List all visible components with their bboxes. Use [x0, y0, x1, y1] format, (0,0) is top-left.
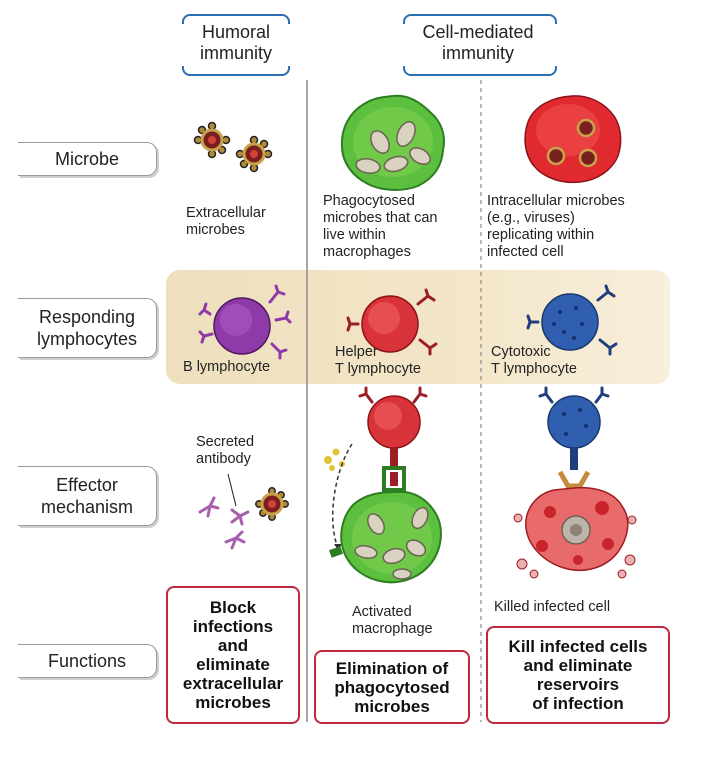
header-humoral: Humoral immunity [199, 22, 272, 63]
secreted-antibody-icon [198, 473, 289, 550]
caption-phagocytosed: Phagocytosed microbes that can live with… [323, 193, 438, 260]
header-cell-mediated: Cell-mediated immunity [422, 22, 534, 63]
infected-cell-icon [524, 95, 622, 184]
header-humoral-bottom [182, 66, 290, 76]
b-lymphocyte-icon [198, 284, 292, 360]
caption-b-lymphocyte: B lymphocyte [183, 359, 271, 375]
header-cell-top [403, 14, 557, 24]
cytotoxic-t-lymphocyte-icon [526, 284, 618, 356]
caption-secreted-antibody: Secreted antibody [196, 434, 255, 467]
function-phagocytosed: Elimination of phagocytosed microbes [314, 650, 470, 724]
macrophage-activation-icon [324, 386, 442, 584]
header-cell-bottom [403, 66, 557, 76]
row-label-functions: Functions [18, 644, 157, 678]
extracellular-microbes-icon [193, 121, 273, 173]
cytotoxic-killing-icon [513, 386, 637, 579]
caption-helper-t: Helper T lymphocyte [335, 344, 421, 377]
function-humoral: Block infections and eliminate extracell… [166, 586, 300, 724]
macrophage-with-microbes-icon [340, 94, 445, 191]
function-cytotoxic: Kill infected cells and eliminate reserv… [486, 626, 670, 724]
helper-t-lymphocyte-icon [346, 288, 438, 356]
row-label-responding: Responding lymphocytes [18, 298, 157, 358]
row-label-microbe: Microbe [18, 142, 157, 176]
row-label-effector: Effector mechanism [18, 466, 157, 526]
caption-cytotoxic-t: Cytotoxic T lymphocyte [491, 344, 577, 377]
caption-extracellular: Extracellular microbes [186, 205, 266, 238]
caption-killed-cell: Killed infected cell [494, 599, 611, 615]
header-humoral-top [182, 14, 290, 24]
caption-activated-macrophage: Activated macrophage [352, 604, 433, 637]
caption-intracellular: Intracellular microbes (e.g., viruses) r… [487, 193, 625, 260]
